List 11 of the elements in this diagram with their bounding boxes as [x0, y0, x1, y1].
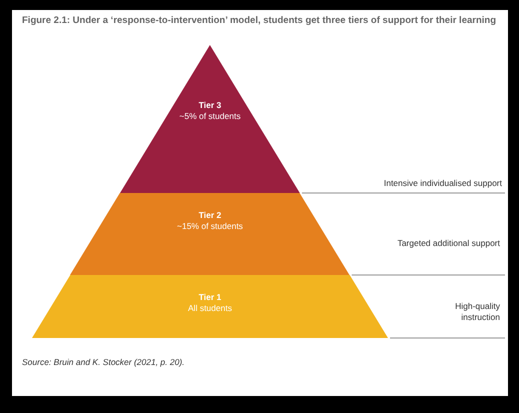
tier-heading: Tier 2 [198, 210, 222, 221]
tier-heading: Tier 3 [198, 100, 222, 111]
tier-heading: Tier 1 [198, 292, 222, 303]
support-label: Targeted additional support [396, 238, 500, 249]
tier-description: All students [188, 303, 232, 314]
tier-description: ~5% of students [179, 111, 241, 122]
support-label: Intensive individualised support [382, 178, 502, 189]
source-caption: Source: Bruin and K. Stocker (2021, p. 20). [22, 356, 185, 369]
support-label: High-quality instruction [454, 301, 500, 323]
tier-description: ~15% of students [177, 221, 243, 232]
figure-title: Figure 2.1: Under a ‘response-to-intervention’ model, students get three tiers of support for their learning [22, 14, 498, 27]
